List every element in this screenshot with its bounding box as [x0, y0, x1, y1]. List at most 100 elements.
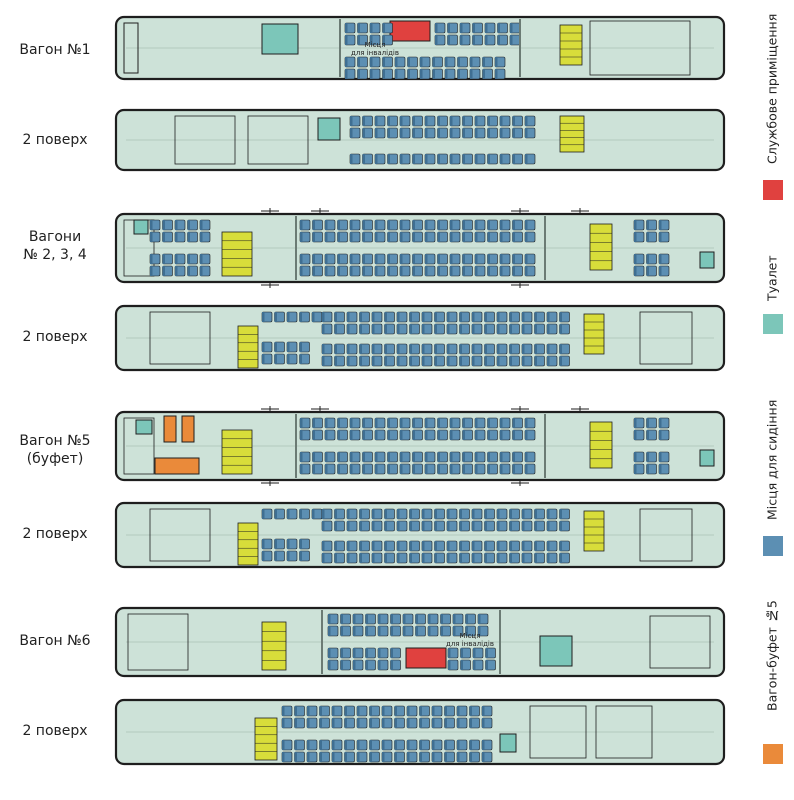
car-1-block-b-seat-back [497, 35, 500, 45]
car-8-block-b-seat-back [344, 740, 347, 750]
car-5-buffet-b [181, 415, 195, 443]
car-3-block-main-lower-seat-back [400, 266, 403, 276]
car-4-block-main-lower-seat-back [422, 344, 425, 354]
car-5-block-right-seat-back [634, 418, 637, 428]
car-1-block-b-seat-back [510, 35, 513, 45]
legend-buffet-swatch [763, 744, 783, 764]
car-4-block-main-seat-back [359, 312, 362, 322]
car-6-block-main-seat-back [509, 509, 512, 519]
car-label-1-upper-line-1: 2 поверх [22, 132, 88, 148]
car-4-block-main-lower-seat-back [384, 356, 387, 366]
car-5-block-main-lower-seat-back [487, 452, 490, 462]
car-3-block-main-seat-back [475, 232, 478, 242]
car-4-block-main-seat-back [534, 324, 537, 334]
car-8-block-b-seat-back [457, 752, 460, 762]
car-6-block-main-lower-seat-back [384, 541, 387, 551]
car-6-block-main-seat-back [322, 509, 325, 519]
car-3-block-main-seat-back [362, 232, 365, 242]
car-5-block-main-lower-seat-back [387, 452, 390, 462]
car-8-block-b-seat-back [457, 740, 460, 750]
car-1-block-b-seat-back [485, 23, 488, 33]
car-8-block-a-seat-back [419, 718, 422, 728]
car-3-block-left-lower-seat-back [162, 266, 165, 276]
car-3-block-main-seat-back [300, 232, 303, 242]
car-2-block-b-seat-back [350, 154, 353, 164]
car-5-block-main-seat-back [375, 418, 378, 428]
car-3-block-main-lower-seat-back [400, 254, 403, 264]
car-5-toilet-left [135, 419, 153, 435]
car-4-block-main-lower-seat-back [322, 344, 325, 354]
car-1-stairs [559, 24, 583, 66]
car-6-block-main-seat-back [459, 509, 462, 519]
car-3-block-main-lower-seat-back [525, 266, 528, 276]
car-6-block-main-lower-seat-back [547, 541, 550, 551]
car-8-block-b-seat-back [407, 740, 410, 750]
car-3-block-main-seat-back [337, 220, 340, 230]
car-3-block-left-seat-back [200, 220, 203, 230]
car-4-block-main-seat-back [359, 324, 362, 334]
car-4-block-main-lower-seat-back [359, 356, 362, 366]
car-5-block-right-lower-seat-back [659, 464, 662, 474]
car-7-block-a-seat-back [465, 626, 468, 636]
car-2-block-a-seat-back [462, 116, 465, 126]
car-1-block-c-seat-back [370, 69, 373, 79]
car-6-block-main-lower-seat-back [422, 553, 425, 563]
car-4-block-b-seat-back [262, 354, 265, 364]
car-4-block-main-seat-back [447, 312, 450, 322]
car-8-block-a-seat-back [294, 706, 297, 716]
car-7-block-c-seat-back [460, 648, 463, 658]
car-6-block-main-lower-seat-back [372, 553, 375, 563]
car-1-cab-outline [123, 22, 139, 74]
car-3-block-main-seat-back [512, 220, 515, 230]
car-4-block-main-seat-back [322, 312, 325, 322]
car-7-disabled-caption-bottom: для інвалідів [446, 640, 494, 648]
car-7-block-a-seat-back [478, 614, 481, 624]
car-8-block-a-seat-back [282, 706, 285, 716]
car-8-block-b-seat-back [394, 740, 397, 750]
car-4-block-main-seat-back [384, 324, 387, 334]
car-7-block-a-seat-back [415, 614, 418, 624]
car-2-block-b-seat-back [462, 154, 465, 164]
car-6-block-main-lower-seat-back [484, 553, 487, 563]
car-6-block-main-seat-back [447, 521, 450, 531]
car-label-2-line-2: № 2, 3, 4 [23, 247, 87, 263]
car-4-block-main-seat-back [397, 312, 400, 322]
car-4-block-main-lower-seat-back [459, 356, 462, 366]
car-8-block-a-seat-back [432, 706, 435, 716]
car-4-stairs-left [237, 325, 259, 369]
car-7-block-b-seat-back [328, 648, 331, 658]
car-label-5-upper: 2 поверх [0, 525, 110, 543]
car-6-block-main-seat-back [322, 521, 325, 531]
car-4-block-main-lower-seat-back [322, 356, 325, 366]
car-2-block-a-seat-back [400, 116, 403, 126]
car-2-block-a-seat-back [362, 116, 365, 126]
car-4-block-main-seat-back [497, 312, 500, 322]
car-7-block-a-seat-back [365, 614, 368, 624]
car-6-block-main-seat-back [334, 509, 337, 519]
car-5-block-main-lower-seat-back [525, 464, 528, 474]
car-6-block-main-seat-back [534, 509, 537, 519]
car-4-block-main-lower-seat-back [547, 356, 550, 366]
car-5-block-main-seat-back [425, 418, 428, 428]
car-6-block-main-lower-seat-back [347, 541, 350, 551]
car-2-block-b-seat-back [450, 154, 453, 164]
car-6-block-main-lower-seat-back [484, 541, 487, 551]
car-4-block-main-lower-seat-back [409, 356, 412, 366]
car-6-block-main-lower-seat-back [459, 553, 462, 563]
car-3-block-main-seat-back [387, 220, 390, 230]
car-1-disabled-caption-top: Місця [365, 41, 386, 49]
car-3-block-main-lower-seat-back [387, 254, 390, 264]
car-4-block-b-seat-back [274, 342, 277, 352]
car-7-block-a-seat-back [428, 626, 431, 636]
car-1-block-a-seat-back [370, 23, 373, 33]
car-2-block-b-seat-back [512, 154, 515, 164]
car-5-block-main-lower-seat-back [312, 464, 315, 474]
car-3-block-main-lower-seat-back [362, 266, 365, 276]
car-6-block-b-seat-back [299, 539, 302, 549]
car-5-block-main-seat-back [337, 418, 340, 428]
car-label-2-upper-line-1: 2 поверх [22, 329, 88, 345]
car-5-block-main-lower-seat-back [450, 452, 453, 462]
car-8-block-b-seat-back [294, 740, 297, 750]
car-6-block-main-seat-back [547, 521, 550, 531]
car-3-block-main-lower-seat-back [325, 254, 328, 264]
